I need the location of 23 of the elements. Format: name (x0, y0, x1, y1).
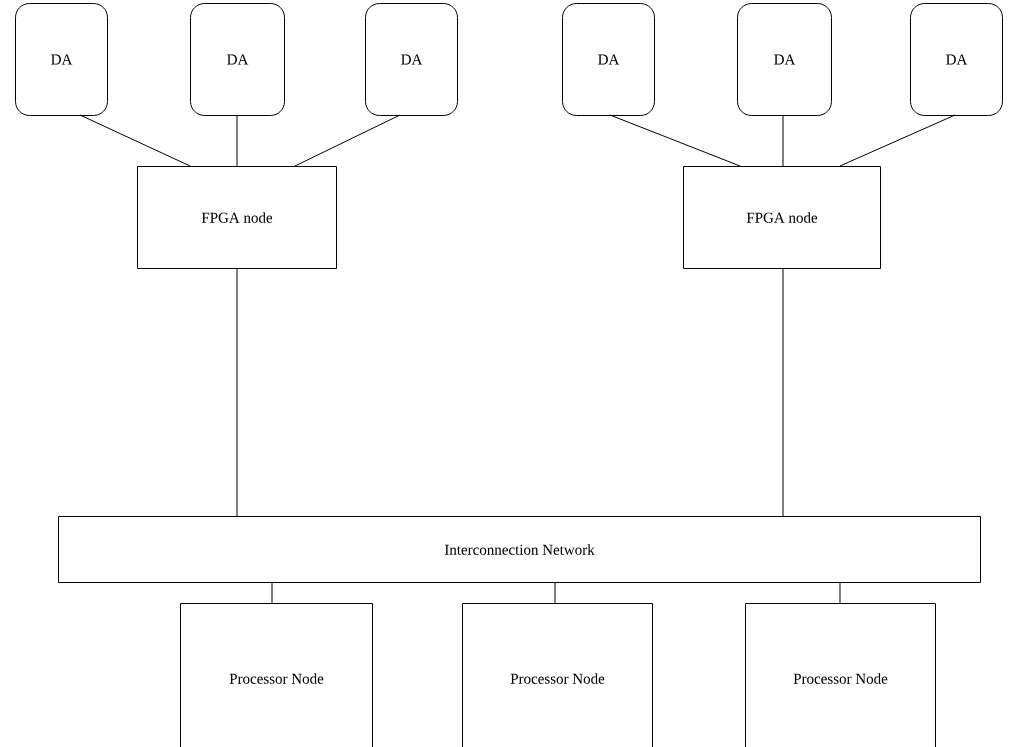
device-box: DA (190, 3, 285, 116)
device-box: DA (737, 3, 832, 116)
processor-box: Processor Node (745, 603, 936, 747)
fpga-box: FPGA node (137, 166, 337, 269)
connector-line (294, 114, 401, 167)
network-bar: Interconnection Network (58, 516, 981, 583)
connector-line (782, 267, 784, 517)
device-box: DA (562, 3, 655, 116)
device-box: DA (910, 3, 1003, 116)
connector-line (554, 581, 556, 604)
connector-line (839, 581, 841, 604)
connector-line (609, 114, 741, 167)
processor-box: Processor Node (180, 603, 373, 747)
connector-line (236, 114, 238, 167)
fpga-box: FPGA node (683, 166, 881, 269)
connector-line (79, 114, 191, 167)
processor-box: Processor Node (462, 603, 653, 747)
device-box: DA (15, 3, 108, 116)
connector-line (271, 581, 273, 604)
connector-line (782, 114, 784, 167)
connector-line (839, 114, 956, 167)
device-box: DA (365, 3, 458, 116)
connector-line (236, 267, 238, 517)
